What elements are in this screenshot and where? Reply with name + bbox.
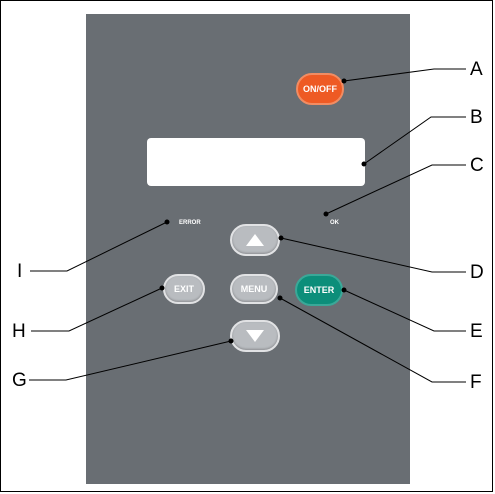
callout-letter-a: A [470,59,483,80]
callout-g-dot [228,338,234,344]
arrow-down-icon [246,330,264,342]
on-off-button[interactable]: ON/OFF [296,73,344,105]
callout-letter-e: E [470,321,483,342]
callout-letter-h: H [12,321,26,342]
callout-f-dot [277,295,283,301]
callout-letter-c: C [470,155,484,176]
callout-b-dot [361,161,367,167]
up-button[interactable] [230,224,280,256]
error-indicator-label: ERROR [179,220,201,226]
callout-letter-d: D [470,262,484,283]
callout-e-dot [341,287,347,293]
ok-led [323,211,329,217]
callout-a-dot [341,78,347,84]
callout-d-dot [278,235,284,241]
callout-letter-f: F [470,372,482,393]
callout-letter-i: I [17,261,23,282]
lcd-display [147,138,365,186]
menu-button[interactable]: MENU [230,274,278,304]
ok-indicator-label: OK [330,220,339,226]
callout-h-dot [159,285,165,291]
error-led [164,219,170,225]
down-button[interactable] [230,320,280,352]
callout-letter-b: B [470,107,483,128]
callout-letter-g: G [12,370,27,391]
arrow-up-icon [246,234,264,246]
